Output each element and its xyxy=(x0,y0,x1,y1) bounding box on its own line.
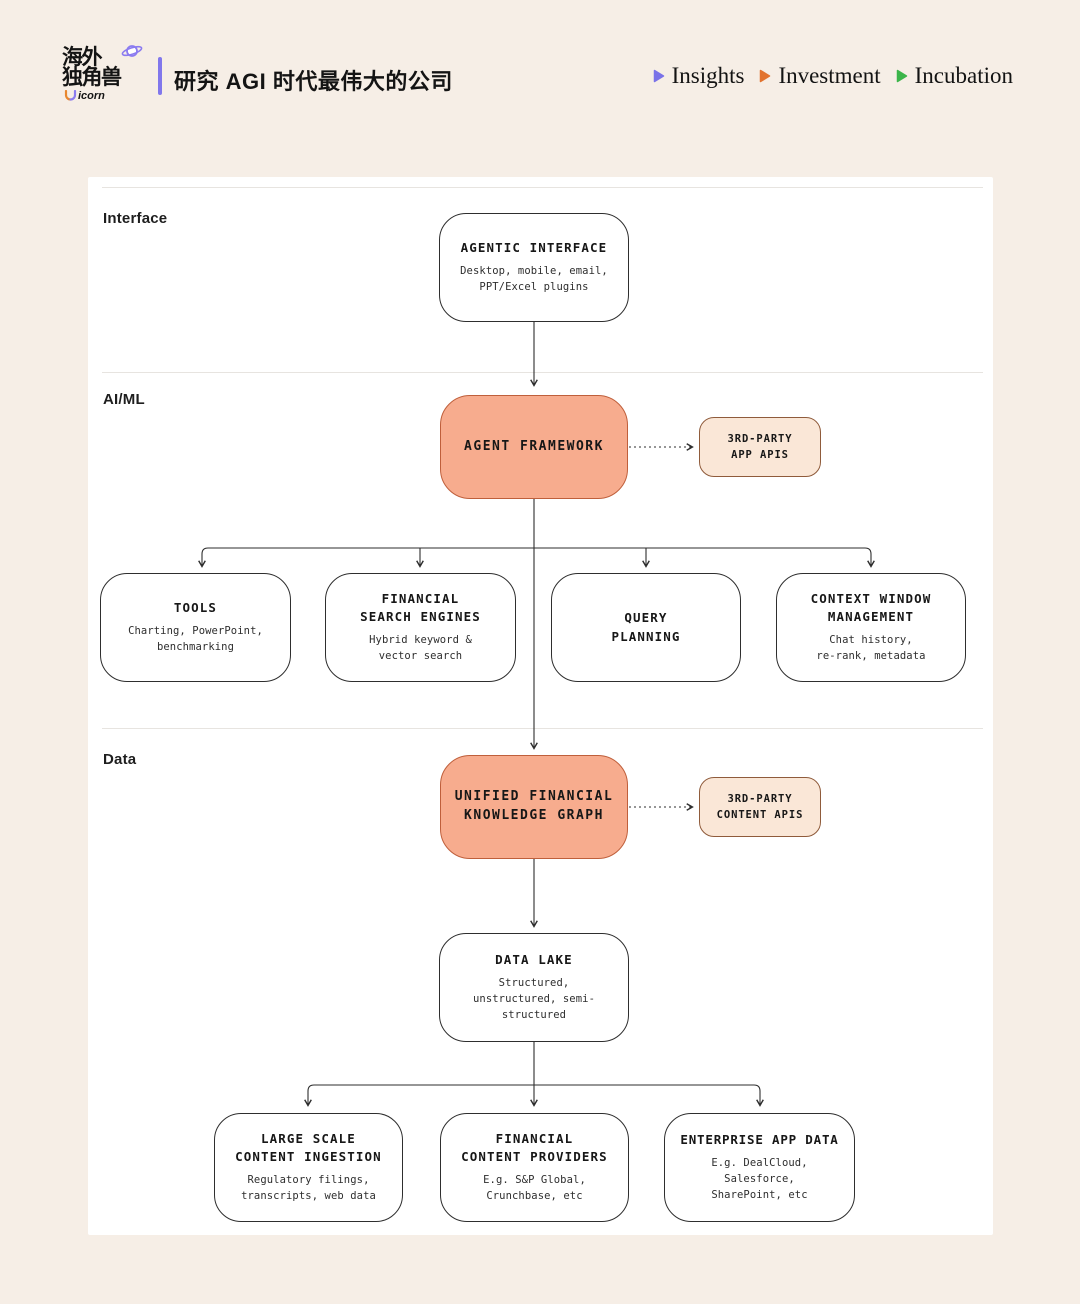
node-unified-financial-knowledge-graph: UNIFIED FINANCIAL KNOWLEDGE GRAPH xyxy=(440,755,628,859)
node-query-planning: QUERY PLANNING xyxy=(551,573,741,682)
node-subtitle: Charting, PowerPoint, benchmarking xyxy=(128,625,263,654)
node-subtitle: Regulatory filings, transcripts, web dat… xyxy=(241,1174,376,1203)
node-title: AGENTIC INTERFACE xyxy=(460,240,608,256)
node-subtitle: Hybrid keyword & vector search xyxy=(369,634,472,663)
node-context-window-management: CONTEXT WINDOW MANAGEMENT Chat history, … xyxy=(776,573,966,682)
saturn-planet-icon xyxy=(121,45,143,57)
node-title: CONTEXT WINDOW MANAGEMENT xyxy=(810,591,932,625)
node-title: ENTERPRISE APP DATA xyxy=(680,1132,839,1148)
node-subtitle: Chat history, re-rank, metadata xyxy=(816,634,926,663)
nav-arrow-icon xyxy=(653,69,664,83)
node-tools: TOOLS Charting, PowerPoint, benchmarking xyxy=(100,573,291,682)
section-label-data: Data xyxy=(103,751,137,768)
node-title: TOOLS xyxy=(173,600,218,616)
brand-logo-cn-line1: 海外 xyxy=(62,46,103,69)
node-agentic-interface: AGENTIC INTERFACE Desktop, mobile, email… xyxy=(439,213,629,322)
section-label-aiml: AI/ML xyxy=(103,391,145,408)
node-title: DATA LAKE xyxy=(495,952,573,968)
brand-wordmark-text: icorn xyxy=(78,89,105,102)
node-third-party-app-apis: 3RD-PARTY APP APIS xyxy=(699,417,821,477)
node-title: FINANCIAL SEARCH ENGINES xyxy=(360,591,481,625)
node-title: 3RD-PARTY CONTENT APIS xyxy=(716,792,804,821)
section-divider xyxy=(102,187,983,188)
node-financial-content-providers: FINANCIAL CONTENT PROVIDERS E.g. S&P Glo… xyxy=(440,1113,629,1222)
nav-arrow-icon xyxy=(760,69,771,83)
node-title: LARGE SCALE CONTENT INGESTION xyxy=(235,1131,382,1165)
section-label-interface: Interface xyxy=(103,210,168,227)
node-enterprise-app-data: ENTERPRISE APP DATA E.g. DealCloud, Sale… xyxy=(664,1113,855,1222)
node-subtitle: Structured, unstructured, semi- structur… xyxy=(472,977,595,1021)
node-title: AGENT FRAMEWORK xyxy=(464,438,604,454)
node-title: QUERY PLANNING xyxy=(611,610,681,644)
node-title: FINANCIAL CONTENT PROVIDERS xyxy=(461,1131,608,1165)
nav-label: Investment xyxy=(778,63,881,88)
diagram-connectors xyxy=(198,322,875,1107)
node-third-party-content-apis: 3RD-PARTY CONTENT APIS xyxy=(699,777,821,837)
brand-wordmark: icorn xyxy=(64,90,158,102)
header-nav: Insights Investment Incubation xyxy=(653,63,1013,89)
header-divider-bar xyxy=(158,57,162,95)
unicorn-horseshoe-icon xyxy=(64,90,77,101)
node-large-scale-content-ingestion: LARGE SCALE CONTENT INGESTION Regulatory… xyxy=(214,1113,403,1222)
node-subtitle: Desktop, mobile, email, PPT/Excel plugin… xyxy=(460,265,608,294)
nav-arrow-icon xyxy=(896,69,907,83)
node-data-lake: DATA LAKE Structured, unstructured, semi… xyxy=(439,933,629,1042)
nav-item-insights[interactable]: Insights xyxy=(653,63,745,89)
architecture-diagram-card: Interface AI/ML Data xyxy=(88,177,993,1235)
node-agent-framework: AGENT FRAMEWORK xyxy=(440,395,628,499)
brand-logo[interactable]: 海外 独角兽 icorn xyxy=(62,45,158,124)
node-title: 3RD-PARTY APP APIS xyxy=(727,432,793,461)
node-subtitle: E.g. S&P Global, Crunchbase, etc xyxy=(483,1174,586,1203)
section-divider xyxy=(102,728,983,729)
node-title: UNIFIED FINANCIAL KNOWLEDGE GRAPH xyxy=(454,789,614,823)
brand-logo-cn: 海外 独角兽 xyxy=(62,46,158,89)
nav-item-incubation[interactable]: Incubation xyxy=(896,63,1013,89)
nav-item-investment[interactable]: Investment xyxy=(759,63,881,89)
section-divider xyxy=(102,372,983,373)
nav-label: Incubation xyxy=(914,63,1013,88)
nav-label: Insights xyxy=(671,63,745,88)
header-tagline: 研究 AGI 时代最伟大的公司 xyxy=(174,69,453,94)
node-financial-search-engines: FINANCIAL SEARCH ENGINES Hybrid keyword … xyxy=(325,573,516,682)
node-subtitle: E.g. DealCloud, Salesforce, SharePoint, … xyxy=(711,1157,808,1201)
brand-logo-cn-line2: 独角兽 xyxy=(62,65,122,89)
